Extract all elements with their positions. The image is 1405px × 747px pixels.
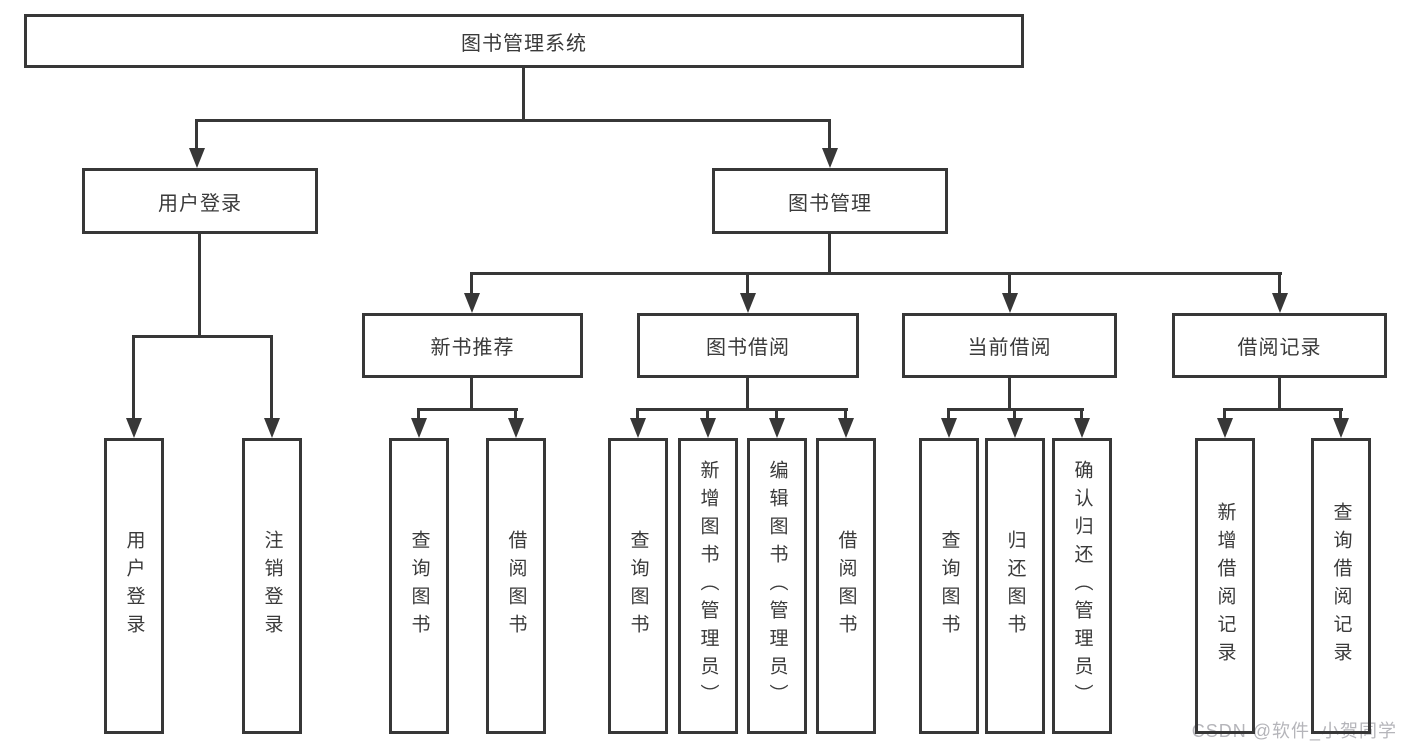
connector-line	[775, 408, 778, 422]
connector-line	[828, 119, 831, 151]
leaf-current-query-books: 查询图书	[919, 438, 979, 734]
connector-line	[1013, 408, 1016, 422]
connector-line	[1339, 408, 1342, 422]
connector-line	[1278, 378, 1281, 411]
leaf-current-confirm-return-admin: 确认归还（管理员）	[1052, 438, 1112, 734]
arrowhead-icon	[822, 148, 838, 168]
node-book-management: 图书管理	[712, 168, 948, 234]
leaf-records-add-record-label: 新增借阅记录	[1214, 502, 1236, 670]
leaf-current-confirm-return-admin-label: 确认归还（管理员）	[1071, 460, 1093, 712]
leaf-current-return-books: 归还图书	[985, 438, 1045, 734]
leaf-borrow-borrow-books: 借阅图书	[816, 438, 876, 734]
arrowhead-icon	[1333, 418, 1349, 438]
node-new-book-recommend: 新书推荐	[362, 313, 583, 378]
leaf-records-query-record-label: 查询借阅记录	[1330, 502, 1352, 670]
connector-line	[1223, 408, 1343, 411]
connector-line	[1278, 272, 1281, 296]
connector-line	[417, 408, 518, 411]
connector-line	[470, 272, 1282, 275]
connector-line	[522, 68, 525, 122]
node-user-login: 用户登录	[82, 168, 318, 234]
leaf-recommend-borrow-books: 借阅图书	[486, 438, 546, 734]
leaf-records-query-record: 查询借阅记录	[1311, 438, 1371, 734]
leaf-borrow-add-books-admin-label: 新增图书（管理员）	[697, 460, 719, 712]
arrowhead-icon	[700, 418, 716, 438]
leaf-borrow-edit-books-admin: 编辑图书（管理员）	[747, 438, 807, 734]
leaf-borrow-borrow-books-label: 借阅图书	[835, 530, 857, 642]
node-current-borrow-label: 当前借阅	[967, 337, 1052, 359]
arrowhead-icon	[508, 418, 524, 438]
node-current-borrow: 当前借阅	[902, 313, 1117, 378]
arrowhead-icon	[769, 418, 785, 438]
node-borrow-records-label: 借阅记录	[1237, 337, 1322, 359]
connector-line	[1080, 408, 1083, 422]
leaf-recommend-query-books-label: 查询图书	[408, 530, 430, 642]
arrowhead-icon	[1074, 418, 1090, 438]
connector-line	[270, 335, 273, 422]
leaf-borrow-edit-books-admin-label: 编辑图书（管理员）	[766, 460, 788, 712]
connector-line	[706, 408, 709, 422]
connector-line	[470, 378, 473, 411]
leaf-user-login-label: 用户登录	[123, 530, 145, 642]
arrowhead-icon	[126, 418, 142, 438]
node-borrow-records: 借阅记录	[1172, 313, 1387, 378]
arrowhead-icon	[630, 418, 646, 438]
leaf-logout: 注销登录	[242, 438, 302, 734]
connector-line	[947, 408, 950, 422]
arrowhead-icon	[464, 293, 480, 313]
connector-line	[198, 233, 201, 338]
leaf-borrow-query-books-label: 查询图书	[627, 530, 649, 642]
arrowhead-icon	[411, 418, 427, 438]
connector-line	[1008, 272, 1011, 296]
arrowhead-icon	[189, 148, 205, 168]
connector-line	[636, 408, 848, 411]
node-root: 图书管理系统	[24, 14, 1024, 68]
leaf-logout-label: 注销登录	[261, 530, 283, 642]
connector-line	[132, 335, 273, 338]
connector-line	[417, 408, 420, 422]
arrowhead-icon	[1217, 418, 1233, 438]
connector-line	[470, 272, 473, 296]
arrowhead-icon	[941, 418, 957, 438]
node-new-book-recommend-label: 新书推荐	[430, 337, 515, 359]
leaf-borrow-query-books: 查询图书	[608, 438, 668, 734]
arrowhead-icon	[838, 418, 854, 438]
arrowhead-icon	[264, 418, 280, 438]
node-book-borrow-label: 图书借阅	[706, 337, 790, 359]
leaf-records-add-record: 新增借阅记录	[1195, 438, 1255, 734]
arrowhead-icon	[1007, 418, 1023, 438]
csdn-watermark: CSDN @软件_小贺同学	[1191, 721, 1397, 741]
connector-line	[195, 119, 198, 151]
connector-line	[196, 119, 831, 122]
arrowhead-icon	[1002, 293, 1018, 313]
node-user-login-label: 用户登录	[158, 192, 242, 215]
connector-line	[828, 233, 831, 275]
connector-line	[1008, 378, 1011, 411]
node-root-label: 图书管理系统	[461, 32, 587, 55]
connector-line	[746, 378, 749, 411]
node-book-management-label: 图书管理	[788, 192, 872, 215]
leaf-user-login: 用户登录	[104, 438, 164, 734]
leaf-current-return-books-label: 归还图书	[1004, 530, 1026, 642]
connector-line	[132, 335, 135, 422]
leaf-current-query-books-label: 查询图书	[938, 530, 960, 642]
leaf-borrow-add-books-admin: 新增图书（管理员）	[678, 438, 738, 734]
connector-line	[746, 272, 749, 296]
leaf-recommend-query-books: 查询图书	[389, 438, 449, 734]
arrowhead-icon	[740, 293, 756, 313]
connector-line	[1223, 408, 1226, 422]
node-book-borrow: 图书借阅	[637, 313, 859, 378]
connector-line	[636, 408, 639, 422]
leaf-recommend-borrow-books-label: 借阅图书	[505, 530, 527, 642]
arrowhead-icon	[1272, 293, 1288, 313]
connector-line	[514, 408, 517, 422]
connector-line	[844, 408, 847, 422]
